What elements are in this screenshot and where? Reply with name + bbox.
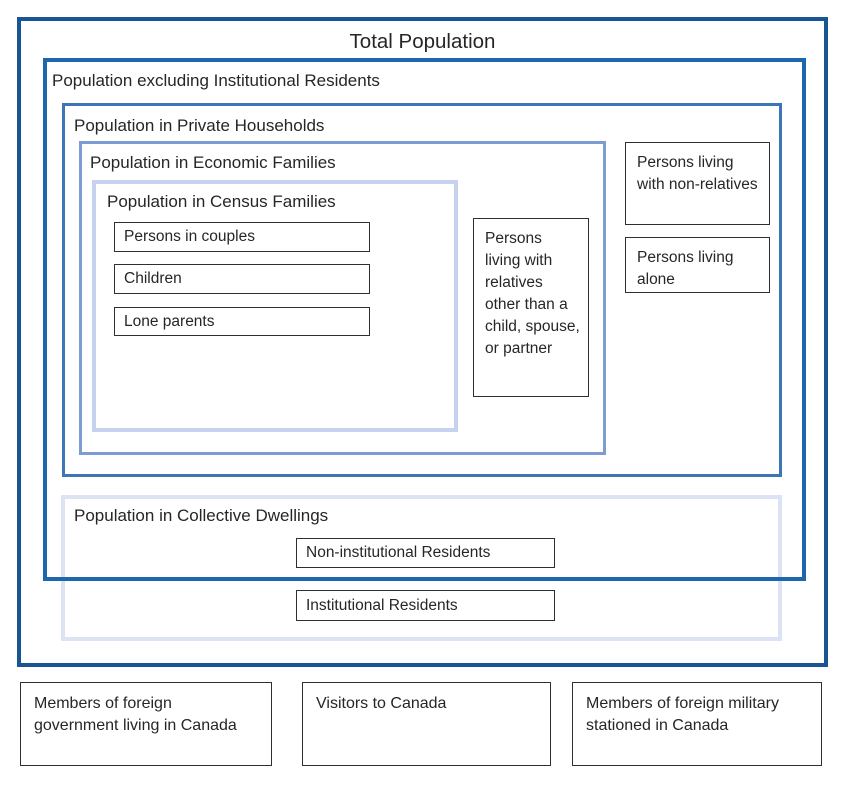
census-families-label: Population in Census Families: [107, 192, 336, 211]
excluding-institutional-label: Population excluding Institutional Resid…: [52, 71, 380, 90]
population-collective-dwellings-box: [61, 495, 782, 641]
collective-dwellings-label: Population in Collective Dwellings: [74, 506, 329, 525]
economic-families-label: Population in Economic Families: [90, 153, 336, 172]
foreign-military-box: Members of foreign military stationed in…: [572, 682, 822, 766]
non-institutional-residents-box: Non-institutional Residents: [296, 538, 555, 568]
population-private-households-box: [62, 103, 782, 477]
population-excluding-institutional-box: [43, 58, 806, 581]
persons-living-alone-box: Persons living alone: [625, 237, 770, 293]
foreign-government-box: Members of foreign government living in …: [20, 682, 272, 766]
total-population-box: [17, 17, 828, 667]
persons-in-couples-box: Persons in couples: [114, 222, 370, 252]
lone-parents-box: Lone parents: [114, 307, 370, 336]
persons-living-with-relatives-box: Persons living with relatives other than…: [473, 218, 589, 397]
visitors-to-canada-box: Visitors to Canada: [302, 682, 551, 766]
institutional-residents-box: Institutional Residents: [296, 590, 555, 621]
diagram-title: Total Population: [349, 30, 496, 53]
population-census-families-box: [92, 180, 458, 432]
population-economic-families-box: [79, 141, 606, 455]
children-box: Children: [114, 264, 370, 294]
private-households-label: Population in Private Households: [74, 116, 325, 135]
persons-living-with-non-relatives-box: Persons living with non-relatives: [625, 142, 770, 225]
